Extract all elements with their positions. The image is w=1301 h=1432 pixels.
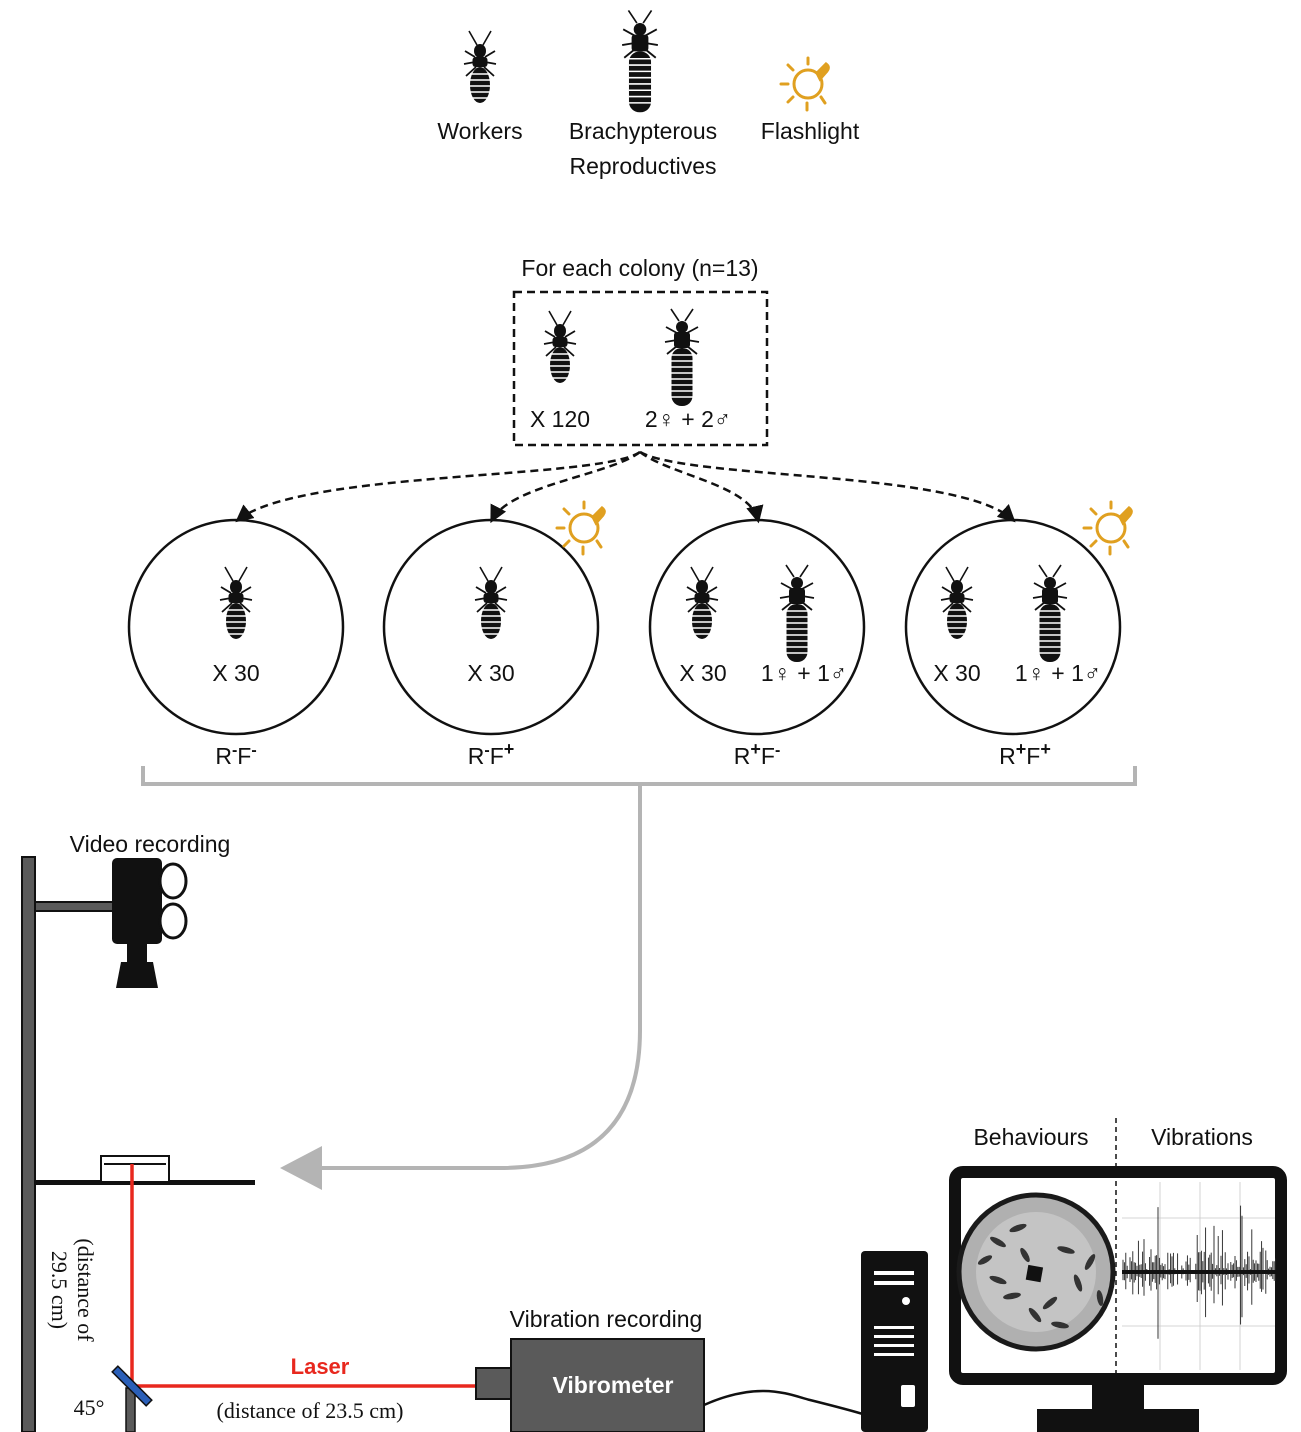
treatment-r-sign: - — [484, 742, 489, 759]
treatment-arena — [127, 518, 345, 736]
monitor: Behaviours Vibrations — [949, 1118, 1287, 1432]
stand-pole — [21, 856, 36, 1432]
video-recording-label: Video recording — [70, 831, 231, 857]
treatment-f-sign: + — [1040, 739, 1051, 759]
camera-arm — [34, 901, 116, 912]
colony-reproductives-count: 2♀ + 2♂ — [645, 406, 731, 432]
vibrations-label: Vibrations — [1151, 1124, 1253, 1150]
legend-reproductives-label-line1: Brachypterous — [569, 118, 717, 144]
monitor-base — [1037, 1409, 1199, 1432]
colony-reproductive-icon — [664, 308, 700, 407]
laser-label: Laser — [291, 1354, 350, 1379]
treatment-4: X 30 1♀ + 1♂ R+F+ — [904, 500, 1133, 769]
treatment-workers-count: X 30 — [212, 660, 259, 686]
treatment-label: R+F+ — [999, 739, 1051, 769]
vibrometer-body — [510, 1338, 705, 1432]
worker-termite-icon — [463, 30, 497, 104]
treatment-3: X 30 1♀ + 1♂ R+F- — [648, 518, 866, 769]
treatment-label: R-F+ — [468, 739, 515, 769]
flashlight-icon — [779, 56, 830, 112]
treatment-worker-icon — [474, 566, 508, 640]
treatments-bracket — [141, 766, 1137, 1190]
reproductive-termite-icon — [621, 9, 659, 114]
vibration-recording-label: Vibration recording — [510, 1306, 703, 1332]
computer-tower — [861, 1251, 928, 1432]
treatment-r-sign: - — [232, 742, 237, 759]
arena-video-thumbnail — [956, 1192, 1116, 1352]
arrow-to-treatment-1 — [235, 450, 641, 523]
treatment-arena — [382, 518, 600, 736]
tower-case — [861, 1251, 928, 1432]
treatment-reproductive-icon — [779, 564, 815, 663]
behaviours-label: Behaviours — [973, 1124, 1088, 1150]
mirror-stand — [125, 1387, 136, 1432]
treatment-flashlight-icon — [1082, 500, 1133, 556]
bracket-line — [141, 766, 1137, 786]
laser-path: (distance of 29.5 cm) 45° Laser (distanc… — [47, 1164, 475, 1432]
treatment-f-sign: - — [775, 742, 780, 759]
colony-box — [512, 290, 769, 447]
treatment-label: R+F- — [734, 739, 781, 769]
treatment-workers-count: X 30 — [467, 660, 514, 686]
colony-group: For each colony (n=13) X 120 2♀ + 2♂ — [512, 255, 769, 447]
treatment-reproductives-count: 1♀ + 1♂ — [761, 660, 847, 686]
treatment-worker-icon — [219, 566, 253, 640]
colony-worker-icon — [543, 310, 577, 384]
arrow-to-treatment-4 — [639, 450, 1016, 523]
arrow-to-treatment-2 — [490, 451, 641, 524]
legend-reproductives-label-line2: Reproductives — [569, 153, 716, 179]
connector-to-arena — [318, 784, 642, 1170]
treatment-workers-count: X 30 — [679, 660, 726, 686]
treatment-reproductives-count: 1♀ + 1♂ — [1015, 660, 1101, 686]
legend-workers-label: Workers — [437, 118, 522, 144]
treatment-f-sign: - — [251, 742, 256, 759]
horizontal-distance-label: (distance of 23.5 cm) — [217, 1398, 404, 1423]
treatment-2: X 30 R-F+ — [382, 500, 606, 769]
treatment-flashlight-icon — [555, 500, 606, 556]
colony-workers-count: X 120 — [530, 406, 590, 432]
treatment-workers-count: X 30 — [933, 660, 980, 686]
video-camera-icon — [112, 858, 188, 988]
vertical-distance-label-line2: 29.5 cm) — [47, 1251, 72, 1329]
treatment-worker-icon — [940, 566, 974, 640]
power-button-icon — [902, 1297, 910, 1305]
arrow-to-treatment-3 — [639, 451, 764, 524]
monitor-neck — [1092, 1379, 1144, 1409]
distribution-arrows — [235, 450, 1016, 524]
arena-dish — [100, 1155, 170, 1183]
vertical-distance-label-line1: (distance of — [73, 1238, 98, 1342]
treatment-reproductive-icon — [1032, 564, 1068, 663]
vibrometer-cable — [703, 1389, 867, 1417]
treatment-arena — [904, 518, 1122, 736]
treatment-arena — [648, 518, 866, 736]
legend-flashlight-label: Flashlight — [761, 118, 860, 144]
vibrometer-label: Vibrometer — [552, 1372, 673, 1398]
mirror-angle-label: 45° — [74, 1395, 105, 1420]
treatment-worker-icon — [685, 566, 719, 640]
vibration-waveform — [1122, 1182, 1277, 1370]
legend: Workers Brachypterous Reproductives Flas… — [437, 9, 860, 179]
treatment-f-sign: + — [504, 739, 515, 759]
treatment-1: X 30 R-F- — [127, 518, 345, 769]
treatment-label: R-F- — [215, 742, 256, 769]
colony-title: For each colony (n=13) — [521, 255, 758, 281]
vibrometer: Vibration recording Vibrometer — [475, 1306, 867, 1432]
treatment-r-sign: + — [1016, 739, 1027, 759]
treatment-r-sign: + — [750, 739, 761, 759]
recording-stand: Video recording — [21, 831, 255, 1432]
mirror — [111, 1365, 153, 1407]
connector-arrowhead — [280, 1146, 322, 1190]
vibrometer-lens — [475, 1367, 513, 1400]
